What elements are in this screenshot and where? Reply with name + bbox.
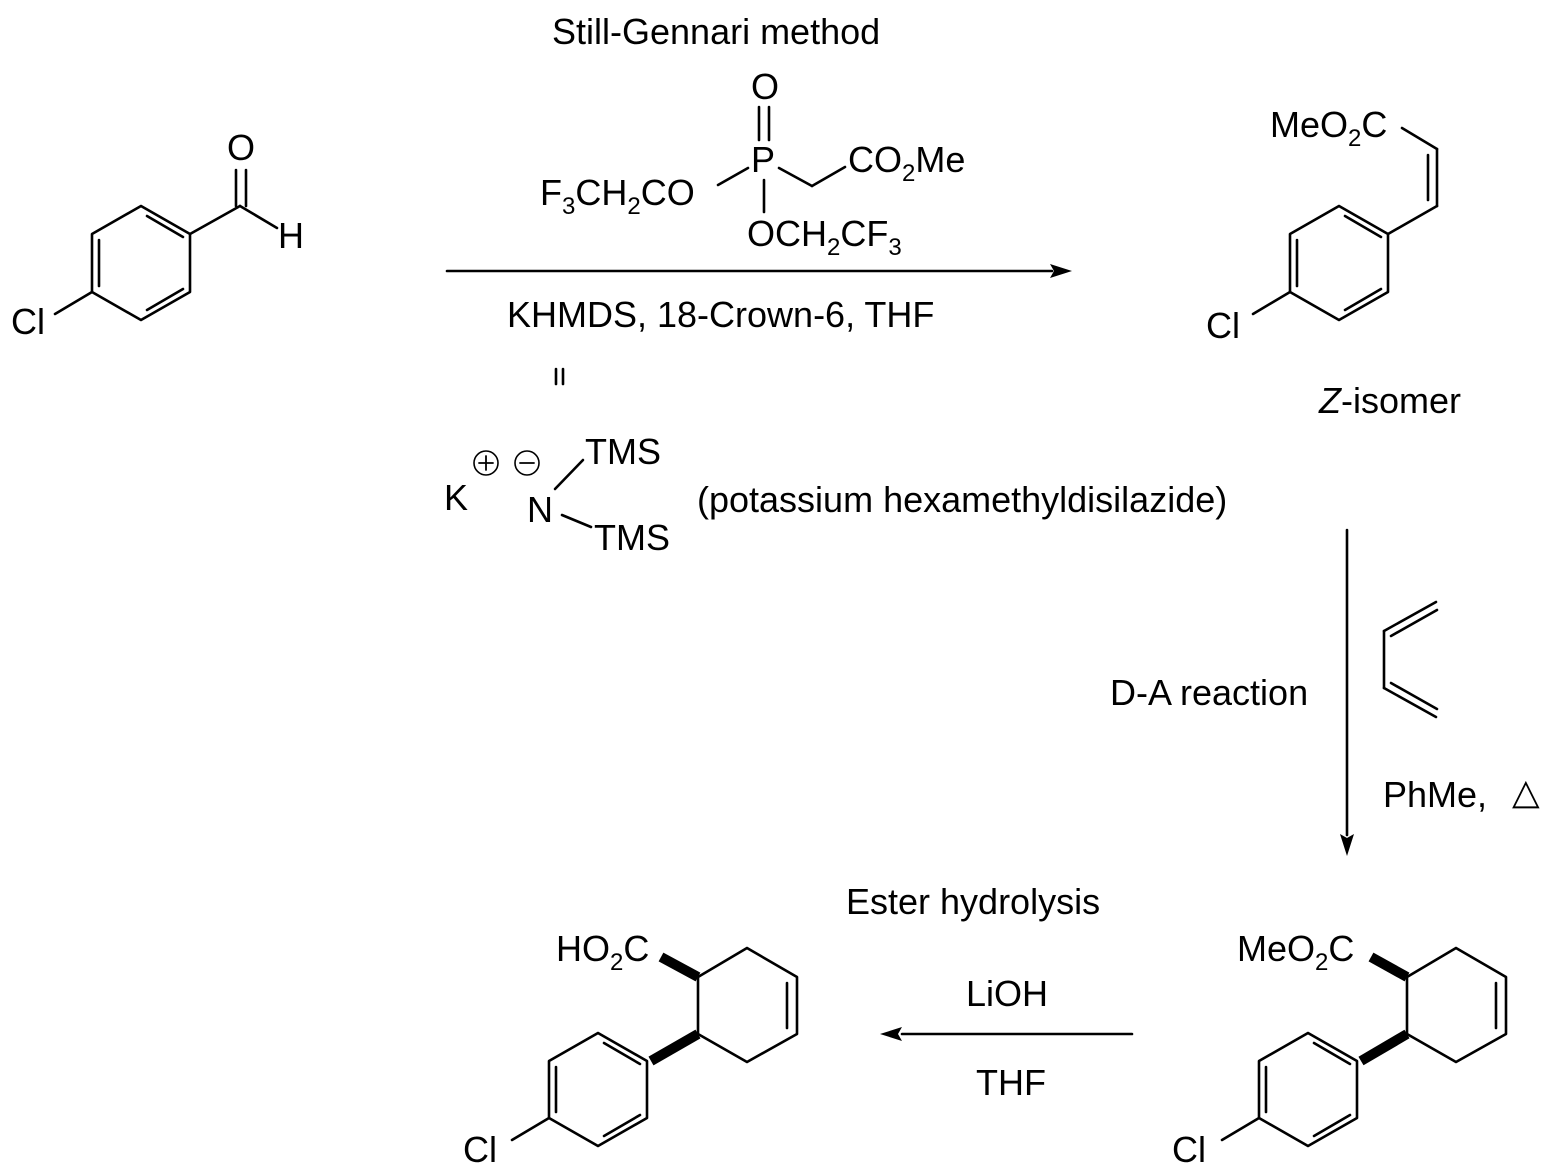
heat-symbol: △ [1512, 771, 1540, 812]
aldehyde-hydrogen-label: H [278, 215, 304, 256]
hydrolysis-reagent: LiOH [966, 973, 1048, 1014]
phosphoryl-oxygen-label: O [751, 66, 779, 107]
methyl-ester-label-top: MeO2C [1270, 104, 1387, 152]
z-cinnamate-structure: MeO2C Cl [1206, 104, 1439, 346]
cyclohexene-acid-structure: HO2C Cl [463, 928, 799, 1167]
chloro-label: Cl [1172, 1129, 1206, 1167]
chlorobenzaldehyde-structure: O H Cl [11, 127, 304, 342]
chloro-label: Cl [1206, 305, 1240, 346]
phosphonate-reagent-structure: O P CO2Me F3CH2CO OCH2CF3 [540, 66, 965, 261]
hydrolysis-title: Ester hydrolysis [846, 881, 1100, 922]
carboxylic-acid-label: HO2C [556, 928, 649, 976]
cyclohexene-ring [1405, 946, 1508, 1064]
da-reaction-label: D-A reaction [1110, 672, 1308, 713]
chloro-label: Cl [11, 301, 45, 342]
method-title: Still-Gennari method [552, 11, 880, 52]
phosphorus-label: P [751, 139, 775, 180]
potassium-label: K [444, 477, 468, 518]
aldehyde-oxygen-label: O [227, 127, 255, 168]
butadiene-structure [1382, 600, 1439, 719]
aldehyde-bond [188, 204, 242, 236]
benzene-ring [547, 1031, 649, 1148]
tms-lower-label: TMS [594, 517, 670, 558]
equals-sign [554, 367, 565, 386]
ester-fragment-label: CO2Me [848, 139, 965, 187]
negative-charge-circle [514, 450, 540, 476]
chloro-label: Cl [463, 1129, 497, 1167]
khmds-name: (potassium hexamethyldisilazide) [697, 479, 1227, 520]
benzene-ring [1257, 1031, 1359, 1148]
trifluoroethoxy-bottom-label: OCH2CF3 [747, 213, 902, 261]
methyl-ester-label-bottom: MeO2C [1237, 928, 1354, 976]
tms-upper-label: TMS [585, 431, 661, 472]
reaction-arrow-1 [445, 264, 1072, 278]
cyclohexene-ester-structure: MeO2C Cl [1172, 928, 1508, 1167]
positive-charge-circle [473, 450, 499, 476]
da-conditions: PhMe, [1383, 774, 1487, 815]
khmds-structure: K N TMS TMS [444, 431, 670, 558]
hydrolysis-solvent: THF [976, 1062, 1046, 1103]
cyclohexene-ring [696, 946, 799, 1064]
z-isomer-label: Z-isomer [1318, 380, 1461, 421]
reaction-arrow-3 [880, 1027, 1134, 1041]
benzene-ring [1288, 204, 1390, 322]
reaction-arrow-2 [1340, 528, 1354, 856]
conditions-1: KHMDS, 18-Crown-6, THF [507, 294, 934, 335]
benzene-ring [90, 204, 192, 322]
nitrogen-label: N [527, 489, 553, 530]
trifluoroethoxy-left-label: F3CH2CO [540, 172, 695, 220]
